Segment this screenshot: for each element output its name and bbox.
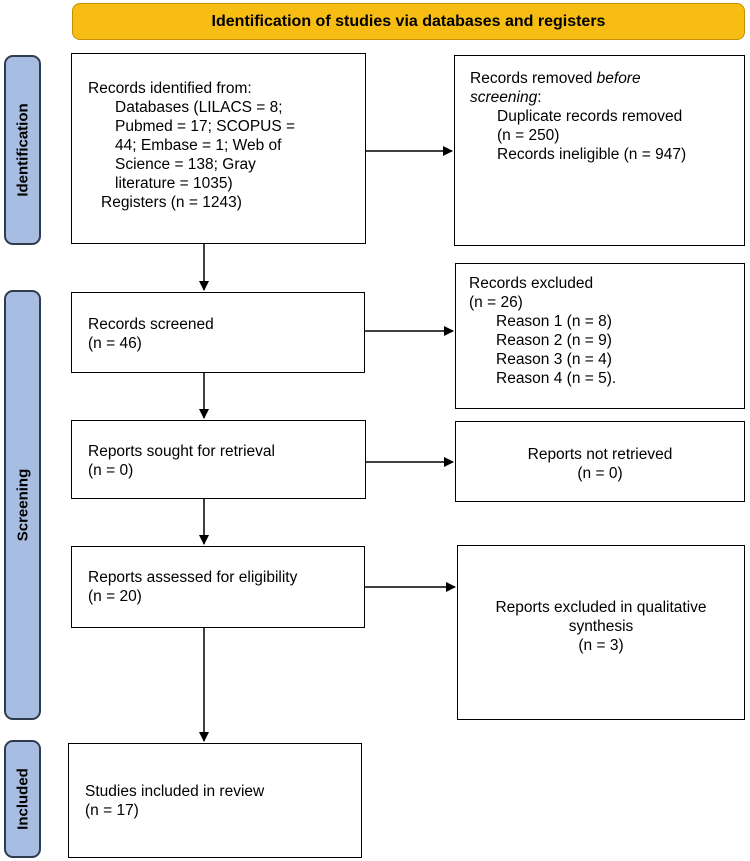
records-identified-title: Records identified from:	[88, 80, 252, 97]
identified-line-5: literature = 1035)	[115, 175, 233, 192]
title-banner-text: Identification of studies via databases …	[211, 12, 606, 30]
records-excluded-count: (n = 26)	[469, 294, 523, 311]
excluded-qualitative-line-1: Reports excluded in qualitative	[495, 599, 707, 616]
phase-screening: Screening	[4, 290, 41, 720]
identified-line-4: Science = 138; Gray	[115, 156, 256, 173]
reports-not-retrieved-title: Reports not retrieved	[527, 446, 673, 463]
excluded-qualitative-line-3: (n = 3)	[578, 637, 624, 654]
records-removed-title-2: screening:	[470, 89, 542, 106]
records-removed-box: Records removed before screening: Duplic…	[454, 55, 745, 246]
identified-line-1: Databases (LILACS = 8;	[115, 99, 283, 116]
records-excluded-title: Records excluded	[469, 275, 594, 292]
records-screened-title: Records screened	[88, 316, 214, 333]
reports-sought-box: Reports sought for retrieval (n = 0)	[71, 420, 366, 499]
title-banner: Identification of studies via databases …	[72, 3, 745, 40]
excluded-qualitative-line-2: synthesis	[568, 618, 634, 635]
reports-excluded-qualitative-box: Reports excluded in qualitative synthesi…	[457, 545, 745, 720]
identified-line-3: 44; Embase = 1; Web of	[115, 137, 282, 154]
reports-assessed-count: (n = 20)	[88, 588, 142, 605]
exclusion-reason-2: Reason 2 (n = 9)	[496, 332, 612, 349]
reports-assessed-title: Reports assessed for eligibility	[88, 569, 298, 586]
studies-included-box: Studies included in review (n = 17)	[68, 743, 362, 858]
reports-sought-count: (n = 0)	[88, 462, 134, 479]
records-removed-title: Records removed before	[470, 70, 641, 87]
studies-included-count: (n = 17)	[85, 802, 139, 819]
reports-not-retrieved-box: Reports not retrieved (n = 0)	[455, 421, 745, 502]
identified-line-2: Pubmed = 17; SCOPUS =	[115, 118, 296, 135]
phase-identification: Identification	[4, 55, 41, 245]
records-excluded-box: Records excluded (n = 26) Reason 1 (n = …	[455, 263, 745, 409]
records-identified-box: Records identified from: Databases (LILA…	[71, 53, 366, 244]
reports-sought-title: Reports sought for retrieval	[88, 443, 275, 460]
reports-not-retrieved-count: (n = 0)	[577, 465, 623, 482]
records-screened-box: Records screened (n = 46)	[71, 292, 365, 373]
exclusion-reason-3: Reason 3 (n = 4)	[496, 351, 612, 368]
removed-line-1: Duplicate records removed	[497, 108, 683, 125]
identified-line-6: Registers (n = 1243)	[101, 194, 242, 211]
exclusion-reason-4: Reason 4 (n = 5).	[496, 370, 617, 387]
removed-line-3: Records ineligible (n = 947)	[497, 146, 687, 163]
reports-assessed-box: Reports assessed for eligibility (n = 20…	[71, 546, 365, 628]
phase-included: Included	[4, 740, 41, 858]
records-screened-count: (n = 46)	[88, 335, 142, 352]
studies-included-title: Studies included in review	[85, 783, 265, 800]
removed-line-2: (n = 250)	[497, 127, 560, 144]
exclusion-reason-1: Reason 1 (n = 8)	[496, 313, 612, 330]
